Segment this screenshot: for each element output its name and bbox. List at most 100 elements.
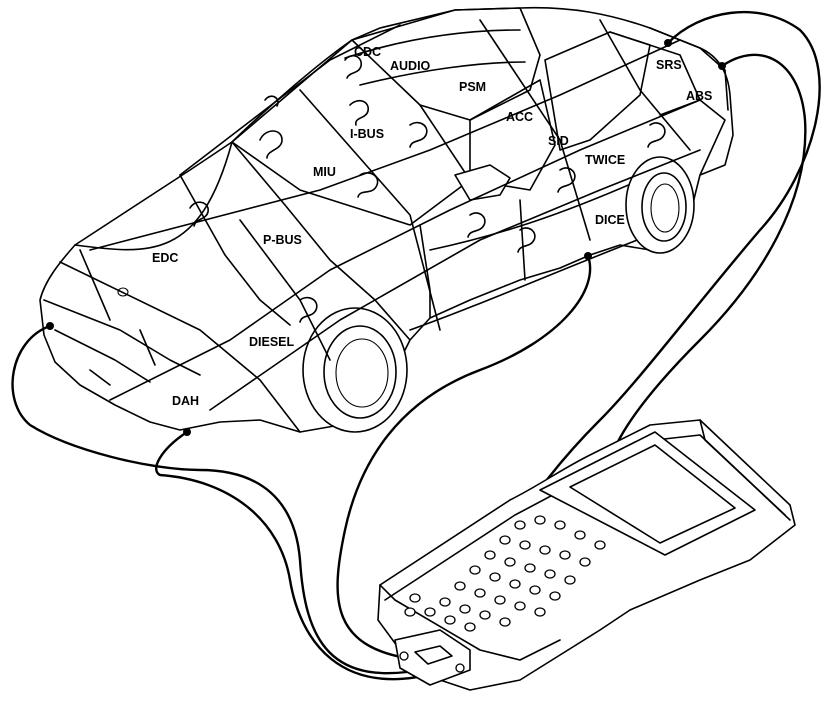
connector-dot-srs — [664, 39, 672, 47]
connector-dot-dice — [584, 252, 592, 260]
tool-key — [409, 593, 421, 603]
label-miu: MIU — [313, 165, 336, 179]
tool-key — [574, 530, 586, 540]
puzzle-tab-10 — [344, 54, 362, 79]
tool-key — [469, 565, 481, 575]
tool-key — [424, 607, 436, 617]
cable-dice — [336, 254, 592, 662]
tool-key — [509, 579, 521, 589]
connector-dot-abs — [718, 62, 726, 70]
label-dah: DAH — [172, 394, 199, 408]
tool-key — [524, 563, 536, 573]
front-wheel — [302, 307, 408, 433]
rear-rim — [641, 172, 687, 242]
puzzle-tab-11 — [467, 212, 486, 238]
door-mid-edge — [519, 199, 526, 281]
hood-edge — [74, 141, 233, 251]
tool-key — [489, 572, 501, 582]
tool-key — [484, 550, 496, 560]
side-mirror — [454, 164, 511, 201]
tool-key — [479, 610, 491, 620]
tool-key — [439, 597, 451, 607]
tool-key — [594, 540, 606, 550]
bus-line-4 — [179, 24, 401, 176]
tool-key — [514, 520, 526, 530]
license-plate — [89, 369, 111, 386]
bus-line-2 — [109, 99, 701, 401]
label-edc: EDC — [152, 251, 178, 265]
puzzle-tab-9 — [647, 122, 666, 148]
label-twice: TWICE — [585, 153, 625, 167]
label-pbus: P-BUS — [263, 233, 302, 247]
rear-wheel — [625, 156, 695, 254]
cable-dah — [155, 430, 442, 681]
label-sid: SID — [548, 134, 569, 148]
tool-side-edge — [699, 419, 791, 521]
hood-side-line — [231, 141, 411, 341]
network-lines — [89, 19, 701, 411]
bus-line-1 — [89, 39, 681, 251]
bus-line-7 — [599, 19, 691, 151]
tool-key — [549, 591, 561, 601]
rear-hub — [650, 183, 680, 233]
tool-key — [559, 550, 571, 560]
puzzle-tab-12 — [264, 95, 279, 107]
label-psm: PSM — [459, 80, 486, 94]
tool-key — [459, 604, 471, 614]
puzzle-tab-1 — [259, 130, 283, 159]
roof-inner — [344, 29, 521, 59]
tool-key — [499, 535, 511, 545]
label-abs: ABS — [686, 89, 712, 103]
cable-front-left — [11, 324, 432, 675]
tool-key — [534, 607, 546, 617]
tool-key — [519, 540, 531, 550]
tool-key — [474, 588, 486, 598]
tool-key — [539, 545, 551, 555]
tool-key — [404, 607, 416, 617]
tool-key — [454, 581, 466, 591]
connector-dot-front — [46, 322, 54, 330]
puzzle-tab-4 — [189, 201, 209, 227]
tool-keypad — [404, 515, 606, 632]
connector-dot-dah — [183, 428, 191, 436]
tool-key — [499, 617, 511, 627]
diagnostic-tool — [377, 419, 796, 691]
tool-key — [534, 515, 546, 525]
tool-front-edge — [379, 584, 561, 661]
bus-line-6 — [479, 19, 591, 241]
label-diesel: DIESEL — [249, 335, 295, 349]
puzzle-tab-8 — [557, 167, 576, 193]
tool-key — [444, 615, 456, 625]
cable-srs — [518, 10, 821, 522]
bus-line-5 — [299, 89, 441, 331]
tool-connector-screw — [455, 663, 465, 673]
tool-key — [529, 585, 541, 595]
cables — [11, 10, 821, 681]
grille-edge — [139, 329, 156, 366]
badge — [117, 287, 129, 297]
hood-crease — [179, 174, 291, 326]
tool-connector-screw — [399, 651, 409, 661]
tool-key — [544, 569, 556, 579]
bumper-mid — [54, 329, 151, 383]
cable-abs — [608, 53, 807, 462]
tool-screen — [569, 444, 736, 544]
car-illustration — [39, 6, 734, 433]
label-acc: ACC — [506, 110, 533, 124]
puzzle-tab-6 — [517, 227, 536, 253]
label-ibus: I-BUS — [350, 127, 384, 141]
tool-connector-port — [414, 645, 453, 665]
label-cdc: CDC — [354, 45, 381, 59]
tool-key — [564, 575, 576, 585]
tool-key — [504, 557, 516, 567]
tool-key — [554, 520, 566, 530]
label-audio: AUDIO — [390, 59, 431, 73]
label-dice: DICE — [595, 213, 625, 227]
puzzle-tab-3 — [357, 172, 379, 198]
bus-line-3 — [209, 149, 701, 411]
module-labels: CDC AUDIO PSM SRS ABS I-BUS ACC SID MIU … — [152, 45, 712, 408]
front-hub — [335, 338, 389, 408]
fender-line — [59, 261, 301, 433]
label-srs: SRS — [656, 58, 682, 72]
